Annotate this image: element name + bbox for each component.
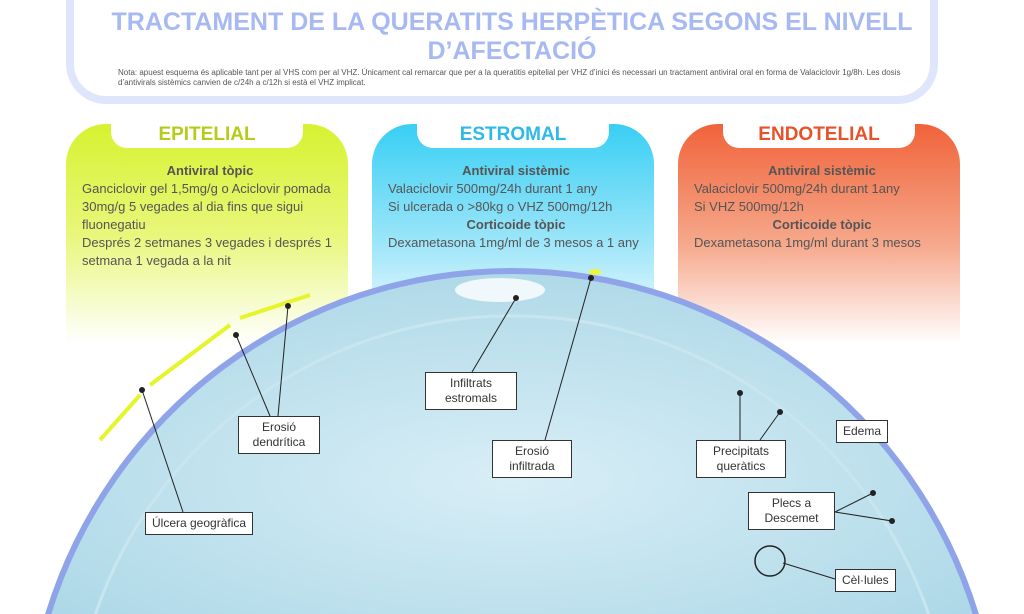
note-text: Nota: apuest esquema és aplicable tant p… [118, 68, 901, 87]
label-plecs-descemet: Plecs a Descemet [748, 492, 835, 530]
label-infiltrats-estromals: Infiltrats estromals [425, 372, 517, 410]
card-text: Dexametasona 1mg/ml de 3 mesos a 1 any [388, 235, 639, 250]
label-precipitats-queratics: Precipitats queràtics [696, 440, 786, 478]
label-cellules: Cèl·lules [835, 569, 896, 592]
label-ulcera-geografica: Úlcera geogràfica [145, 512, 254, 535]
label-edema: Edema [836, 420, 889, 443]
card-heading: Antiviral sistèmic [462, 163, 570, 178]
stromal-infiltrate [455, 278, 545, 302]
infiltrated-erosion [589, 269, 601, 275]
cell-circle [754, 545, 786, 577]
card-text: Si VHZ 500mg/12h [694, 199, 804, 214]
card-title: ENDOTELIAL [723, 124, 915, 148]
label-erosio-dendritica: Erosió dendrítica [238, 416, 320, 454]
card-heading: Antiviral sistèmic [768, 163, 876, 178]
card-text: Dexametasona 1mg/ml durant 3 mesos [694, 235, 921, 250]
card-title: EPITELIAL [111, 124, 303, 148]
card-text: Ganciclovir gel 1,5mg/g o Aciclovir poma… [82, 181, 331, 232]
title-frame [66, 0, 938, 104]
label-erosio-infiltrada: Erosió infiltrada [492, 440, 572, 478]
card-title: ESTROMAL [417, 124, 609, 148]
card-heading: Corticoide tòpic [772, 217, 872, 232]
card-text: Valaciclovir 500mg/24h durant 1any [694, 181, 900, 196]
card-epitelial: EPITELIAL Antiviral tòpic Ganciclovir ge… [66, 124, 348, 344]
card-heading: Antiviral tòpic [166, 163, 254, 178]
descemet-layer [94, 314, 930, 614]
card-text: Valaciclovir 500mg/24h durant 1 any [388, 181, 598, 196]
page-title: TRACTAMENT DE LA QUERATITS HERPÈTICA SEG… [111, 8, 913, 65]
epithelial-lesion [98, 293, 311, 442]
card-text: Si ulcerada o >80kg o VHZ 500mg/12h [388, 199, 613, 214]
card-text: Després 2 setmanes 3 vegades i després 1… [82, 235, 333, 268]
card-heading: Corticoide tòpic [466, 217, 566, 232]
card-endotelial: ENDOTELIAL Antiviral sistèmic Valaciclov… [678, 124, 960, 344]
